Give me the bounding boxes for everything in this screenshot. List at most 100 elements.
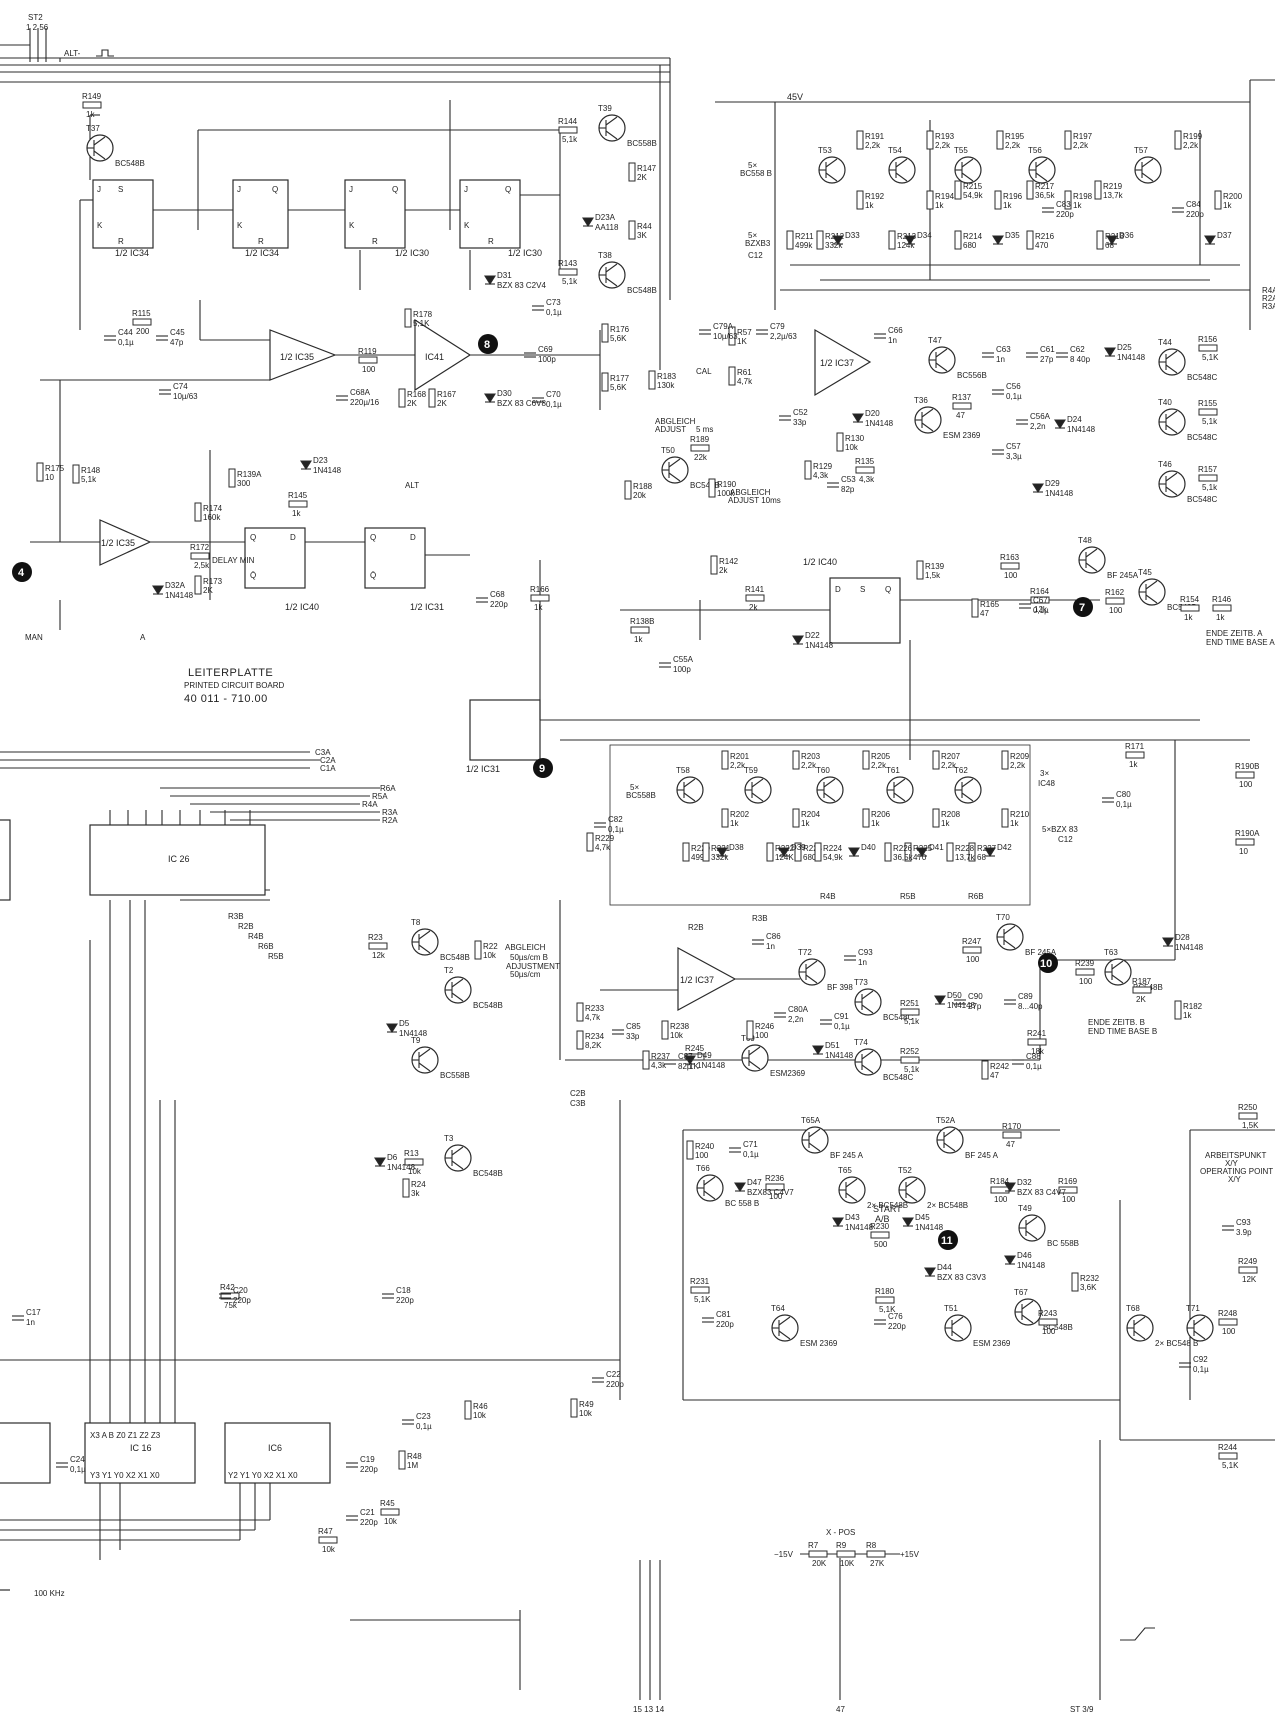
five-bzx-2: 5×BZX 83 [1042, 825, 1078, 834]
resistor-ref: R8 [866, 1541, 877, 1550]
capacitor-value: 33p [793, 418, 807, 427]
signal-r5b-12: R5B [268, 952, 284, 961]
resistor-ref: R189 [690, 435, 710, 444]
resistor-value: 100 [966, 955, 980, 964]
resistor-value: 2,5k [194, 561, 210, 570]
resistor-ref: R198 [1073, 192, 1093, 201]
diode-type: AA118 [595, 223, 619, 232]
diode-ref: D45 [915, 1213, 930, 1222]
svg-text:R: R [258, 237, 264, 246]
resistor-value: 2,2k [801, 761, 817, 770]
board-number: 40 011 - 710.00 [184, 693, 268, 705]
ic40-b [829, 577, 901, 644]
diode-type: BZX 83 C3V3 [937, 1273, 986, 1282]
ic40-a-label: 1/2 IC40 [285, 602, 319, 612]
resistor-value: 124K [775, 853, 794, 862]
resistor-value: 1k [1010, 819, 1019, 828]
ic34-a-label: 1/2 IC34 [115, 248, 149, 258]
resistor-value: 470 [913, 853, 927, 862]
resistor-ref: R176 [610, 325, 630, 334]
resistor-value: 12k [1034, 605, 1048, 614]
capacitor-ref: C73 [546, 298, 561, 307]
marker-4: 4 [12, 562, 32, 582]
capacitor-value: 1n [858, 958, 867, 967]
transistor-type: BC548B [627, 286, 657, 295]
svg-text:D: D [290, 533, 296, 542]
transistor-type: BC556B [957, 371, 987, 380]
signal-label: R6B [968, 892, 984, 901]
diode-type: 1N4148 [1067, 425, 1096, 434]
svg-text:J: J [464, 185, 468, 194]
diode-ref: D5 [399, 1019, 410, 1028]
signal-label: C1A [320, 764, 336, 773]
resistor-value: 27K [870, 1559, 885, 1568]
signal-r4b-15: R4B [820, 892, 836, 901]
resistor-ref: R237 [651, 1052, 671, 1061]
resistor-ref: R183 [657, 372, 677, 381]
resistor-ref: R249 [1238, 1257, 1258, 1266]
capacitor-ref: C83 [1056, 200, 1071, 209]
capacitor-ref: C93 [858, 948, 873, 957]
diode-ref: D24 [1067, 415, 1082, 424]
ic31-b [469, 699, 541, 761]
resistor-value: 1,5k [925, 571, 941, 580]
resistor-value: 130k [657, 381, 675, 390]
flipflop-chain: 1/2 IC34 1/2 IC34 1/2 IC30 1/2 IC30 JKSR… [79, 100, 561, 330]
resistor-ref: R164 [1030, 587, 1050, 596]
transistor-ref: T47 [928, 336, 942, 345]
diode-ref: D32A [165, 581, 186, 590]
transistor-ref: T62 [954, 766, 968, 775]
diode-ref: D49 [697, 1051, 712, 1060]
resistor-ref: R234 [585, 1032, 605, 1041]
capacitor-value: 1n [766, 942, 775, 951]
svg-text:11: 11 [941, 1235, 953, 1247]
ic16 [84, 1422, 196, 1484]
ic-left-partial [0, 819, 11, 901]
svg-text:S: S [860, 585, 865, 594]
resistor-value: 5,1k [1202, 483, 1218, 492]
resistor-ref: R57 [737, 328, 752, 337]
transistor-ref: T52A [936, 1116, 956, 1125]
resistor-value: 1k [1073, 201, 1082, 210]
resistor-value: 2K [437, 399, 447, 408]
signal-label: R4B [248, 932, 264, 941]
transistor-ref: T53 [818, 146, 832, 155]
diode-ref: D40 [861, 843, 876, 852]
resistor-value: 4,7k [737, 377, 753, 386]
diode-ref: D23A [595, 213, 616, 222]
resistor-value: 1k [871, 819, 880, 828]
signal-r4a-21: R4A [1262, 286, 1275, 295]
capacitor-value: 220p [233, 1296, 251, 1305]
abgleich-2: ABGLEICH [730, 488, 771, 497]
capacitor-ref: C55A [673, 655, 694, 664]
